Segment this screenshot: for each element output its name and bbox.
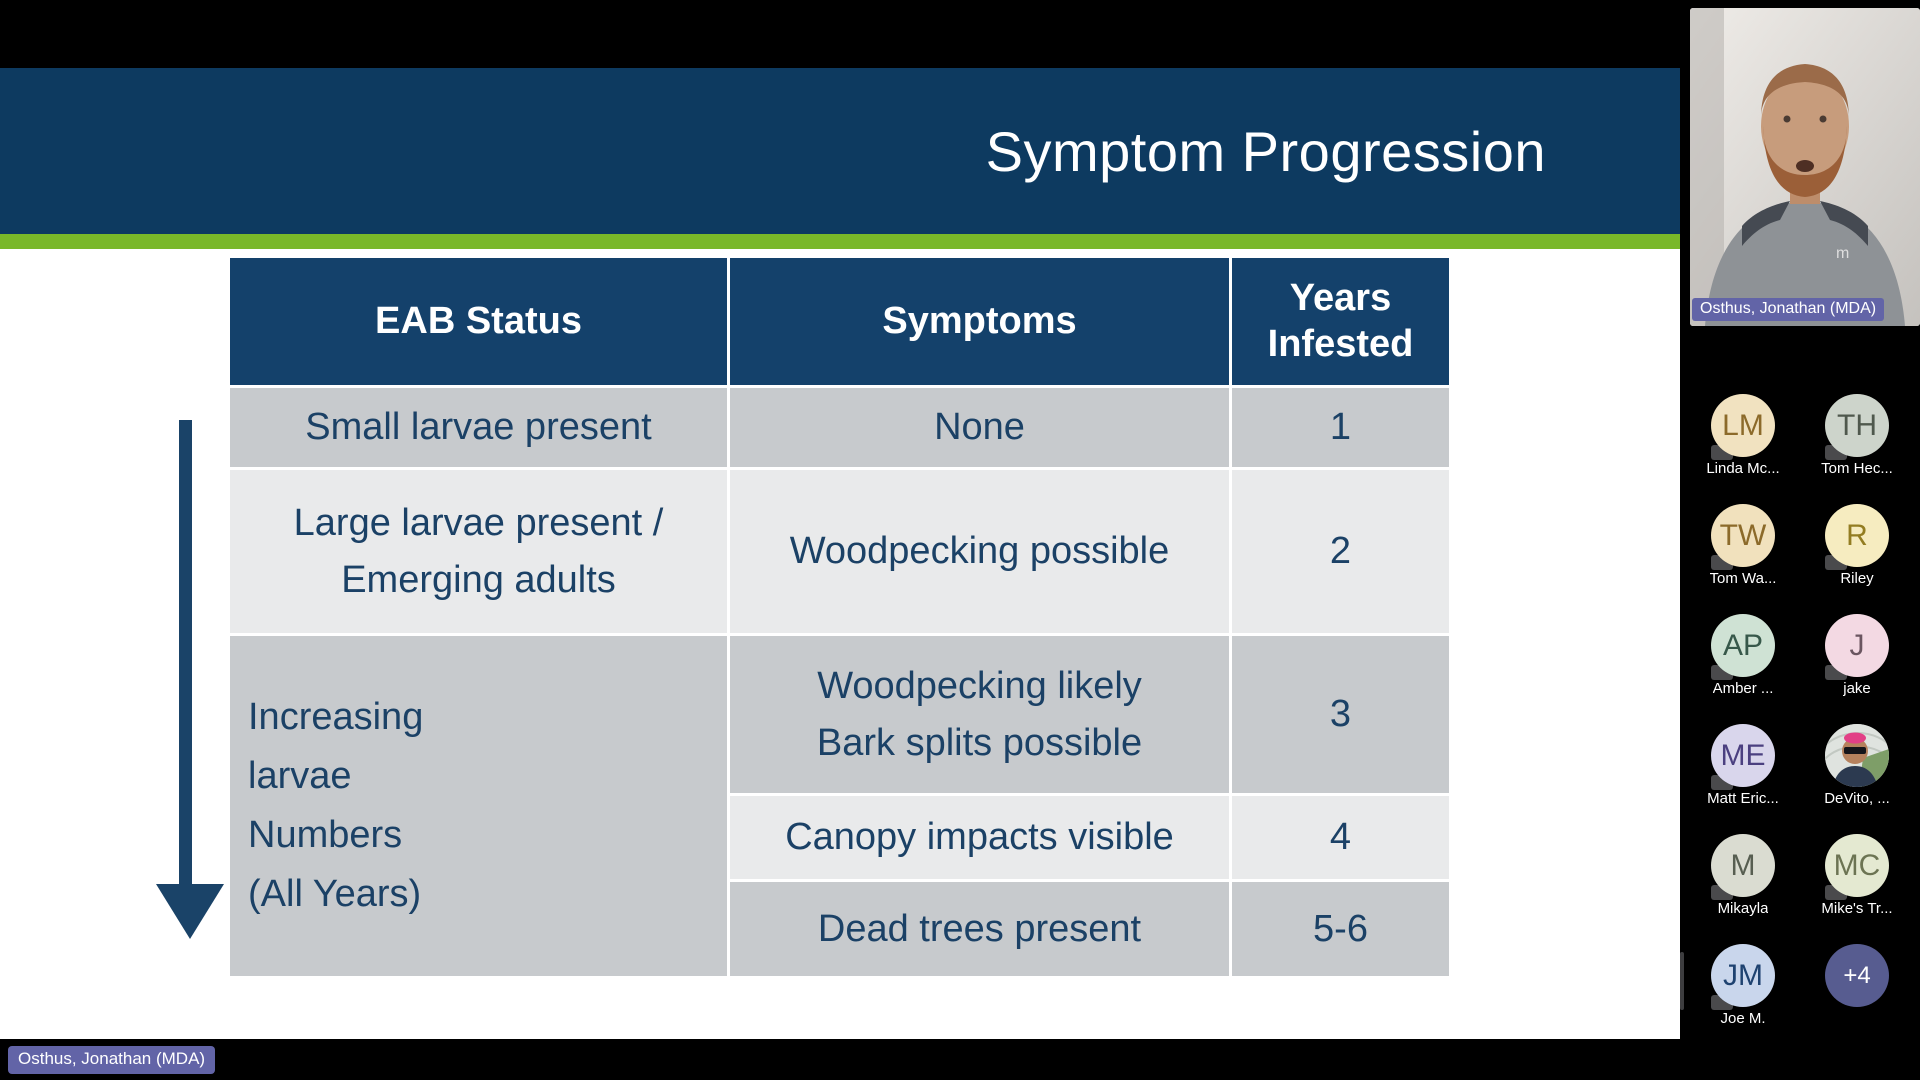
participant-tile[interactable]: DeVito, ... [1800, 724, 1914, 808]
cell-status: Large larvae present / Emerging adults [227, 467, 730, 636]
avatar: AP [1711, 614, 1775, 678]
participant-grid: LM Linda Mc... TH Tom Hec... TW Tom Wa..… [1686, 394, 1914, 1028]
table-row: Canopy impacts visible 4 [229, 793, 1452, 882]
cell-symptom: Canopy impacts visible [727, 793, 1232, 882]
avatar: MC [1825, 834, 1889, 898]
presenter-name-tag: Osthus, Jonathan (MDA) [8, 1046, 216, 1074]
participant-tile[interactable]: JM Joe M. [1686, 944, 1800, 1028]
avatar: M [1711, 834, 1775, 898]
table-row: Dead trees present 5-6 [229, 879, 1452, 979]
participant-name-label: Tom Wa... [1709, 570, 1777, 588]
participant-tile[interactable]: AP Amber ... [1686, 614, 1800, 698]
slide-title-band: Symptom Progression [0, 68, 1680, 234]
avatar: J [1825, 614, 1889, 678]
cell-years: 2 [1229, 467, 1452, 636]
participant-name-label: Matt Eric... [1707, 790, 1779, 808]
avatar: LM [1711, 394, 1775, 458]
table-row: Large larvae present / Emerging adults W… [227, 467, 1452, 636]
column-header-eab-status: EAB Status [227, 255, 730, 388]
cell-years: 3 [1229, 633, 1452, 796]
screen-share-area: Symptom Progression EAB Status Symptoms … [0, 68, 1680, 1074]
participant-photo [1825, 724, 1889, 788]
cell-symptom: None [727, 385, 1232, 470]
participant-tile[interactable]: +4 [1800, 944, 1914, 1028]
table-row: Increasing larvae Numbers (All Years) Wo… [227, 633, 1452, 979]
participant-name-label: Mikayla [1717, 900, 1769, 918]
slide-title: Symptom Progression [985, 119, 1546, 183]
participant-name-label: Linda Mc... [1706, 460, 1780, 478]
down-arrow-icon [156, 420, 224, 939]
cell-status: Small larvae present [227, 385, 730, 470]
symptom-progression-table: EAB Status Symptoms Years Infested Small… [227, 255, 1452, 979]
avatar: JM [1711, 944, 1775, 1008]
cell-symptom: Woodpecking likely Bark splits possible [727, 633, 1232, 796]
avatar: TH [1825, 394, 1889, 458]
avatar: ME [1711, 724, 1775, 788]
participant-tile[interactable]: LM Linda Mc... [1686, 394, 1800, 478]
cell-years: 4 [1229, 793, 1452, 882]
avatar: R [1825, 504, 1889, 568]
speaker-webcam-image: m [1690, 8, 1920, 326]
cell-status-merged: Increasing larvae Numbers (All Years) [227, 633, 730, 979]
cell-symptom: Dead trees present [727, 879, 1232, 979]
participant-name-label: DeVito, ... [1824, 790, 1890, 808]
participant-name-label: Tom Hec... [1821, 460, 1893, 478]
participant-tile[interactable]: TW Tom Wa... [1686, 504, 1800, 588]
overflow-participants-badge[interactable]: +4 [1825, 944, 1889, 1008]
participant-tile[interactable]: R Riley [1800, 504, 1914, 588]
participant-tile[interactable]: J jake [1800, 614, 1914, 698]
participant-name-label: jake [1843, 680, 1871, 698]
panel-scrollbar[interactable] [1680, 952, 1684, 1010]
column-header-symptoms: Symptoms [727, 255, 1232, 388]
participant-photo-image [1825, 724, 1889, 788]
participant-tile[interactable]: MC Mike's Tr... [1800, 834, 1914, 918]
participant-tile[interactable]: TH Tom Hec... [1800, 394, 1914, 478]
cell-years: 1 [1229, 385, 1452, 470]
slide-body: EAB Status Symptoms Years Infested Small… [0, 249, 1680, 1039]
avatar: TW [1711, 504, 1775, 568]
participant-name-label: Riley [1840, 570, 1874, 588]
slide-accent-stripe [0, 234, 1680, 249]
speaker-video-tile[interactable]: m Osthus, Jonathan (MDA) [1690, 8, 1920, 326]
participant-name-label: Amber ... [1712, 680, 1774, 698]
cell-symptom: Woodpecking possible [727, 467, 1232, 636]
svg-text:m: m [1836, 245, 1849, 262]
participant-name-label: Mike's Tr... [1821, 900, 1893, 918]
participant-name-label: Joe M. [1720, 1010, 1766, 1028]
participant-tile[interactable]: ME Matt Eric... [1686, 724, 1800, 808]
cell-years: 5-6 [1229, 879, 1452, 979]
speaker-name-tag: Osthus, Jonathan (MDA) [1692, 298, 1885, 321]
participant-tile[interactable]: M Mikayla [1686, 834, 1800, 918]
participants-panel: m Osthus, Jonathan (MDA) LM Linda Mc... … [1680, 0, 1920, 1080]
table-row: Small larvae present None 1 [227, 385, 1452, 470]
column-header-years-infested: Years Infested [1229, 255, 1452, 388]
